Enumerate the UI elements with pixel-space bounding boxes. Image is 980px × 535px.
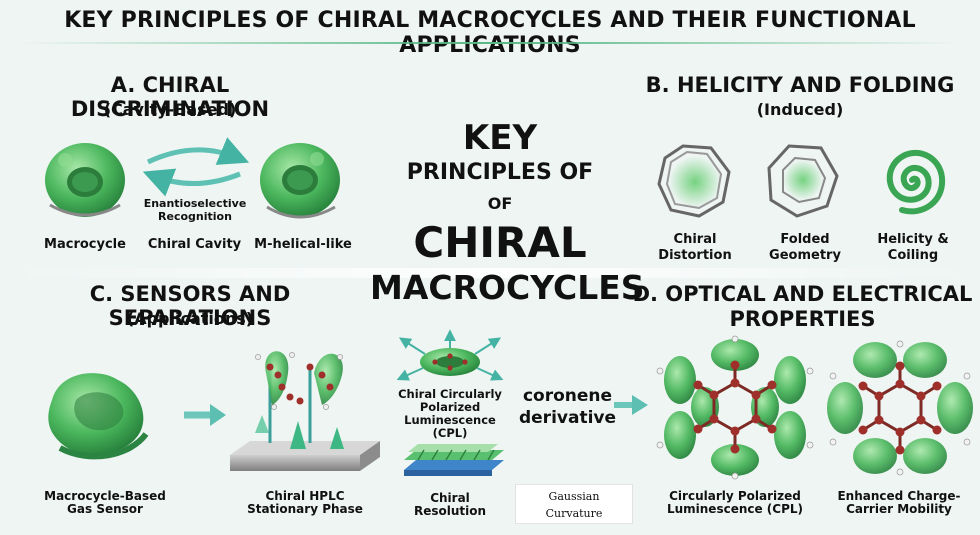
label-gas-sensor: Macrocycle-Based Gas Sensor: [44, 489, 166, 516]
coronene-arrow: [614, 395, 648, 415]
label-chiral-resolution: Chiral Resolution: [413, 491, 487, 518]
center-chiral: CHIRAL: [413, 218, 587, 267]
section-d-title-2: PROPERTIES: [729, 307, 876, 331]
recognition-label: Enantioselective Recognition: [143, 197, 247, 223]
coronene-note: coronene derivative: [518, 386, 617, 428]
label-hplc: Chiral HPLC Stationary Phase: [247, 489, 363, 516]
chiral-resolution-film: [404, 444, 504, 476]
helicity-coil-figure: [886, 149, 946, 215]
recognition-arrows: [142, 137, 250, 197]
cpl-coronene-orbital: [656, 335, 814, 480]
label-folded-geometry: Folded Geometry: [769, 232, 841, 263]
section-d-title-1: D. OPTICAL AND ELECTRICAL: [632, 282, 973, 306]
center-macrocycles: MACROCYCLES: [370, 268, 645, 307]
gaussian-curvature-box: Gaussian Curvature: [515, 484, 633, 524]
m-helical-ring: [260, 143, 340, 219]
section-b-subtitle: (Induced): [756, 100, 844, 119]
section-c-subtitle: (Applications): [126, 309, 254, 328]
section-b-title: B. HELICITY AND FOLDING: [645, 73, 955, 97]
charge-mobility-orbital: [827, 340, 973, 476]
gas-sensor-macrocycle: [48, 373, 149, 460]
title-divider: [20, 42, 960, 44]
page-title: KEY PRINCIPLES OF CHIRAL MACROCYCLES AND…: [64, 8, 916, 58]
macrocycle-ring-left: [45, 143, 125, 217]
center-key: KEY: [462, 118, 538, 158]
section-divider: [0, 268, 980, 278]
center-of: OF: [487, 194, 513, 213]
label-charge-mobility: Enhanced Charge-Carrier Mobility: [837, 489, 961, 516]
chiral-distortion-figure: [657, 144, 731, 218]
section-a-subtitle: (Cavity-Based): [103, 100, 237, 119]
label-m-helical: M-helical-like: [254, 237, 352, 252]
label-chiral-distortion: Chiral Distortion: [658, 232, 732, 263]
cpl-molecule: [396, 329, 504, 381]
label-macrocycle: Macrocycle: [44, 237, 126, 252]
label-chiral-cavity: Chiral Cavity: [147, 237, 242, 252]
label-chiral-cpl: Chiral Circularly Polarized Luminescence…: [398, 387, 502, 440]
folded-geometry-figure: [767, 144, 839, 218]
label-cpl-d: Circularly Polarized Luminescence (CPL): [666, 489, 804, 516]
center-principles: PRINCIPLES OF: [406, 160, 594, 185]
sensor-arrow: [184, 404, 226, 426]
curvature-line: Curvature: [545, 507, 603, 520]
section-a-title: A. CHIRAL DISCRIMINATION: [70, 73, 270, 121]
label-helicity-coiling: Helicity & Coiling: [877, 232, 949, 263]
gaussian-line: Gaussian: [548, 490, 600, 503]
hplc-stationary-phase: [230, 351, 380, 471]
section-c-title: C. SENSORS AND SEPARATIONS: [89, 282, 291, 330]
